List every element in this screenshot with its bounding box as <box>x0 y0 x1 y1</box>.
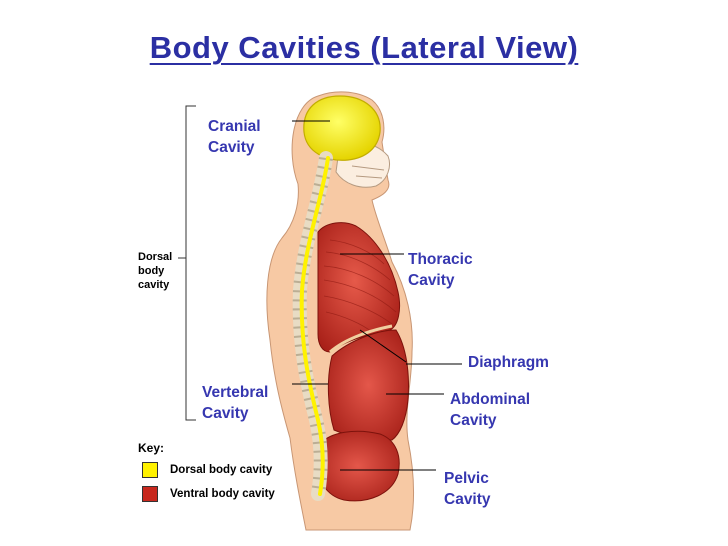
thoracic-cavity-shape <box>317 222 401 353</box>
diaphragm-label: Diaphragm <box>468 354 549 371</box>
abdominal-cavity-label: Abdominal Cavity <box>450 391 531 429</box>
cranial-cavity-shape <box>303 95 381 161</box>
dorsal-bracket <box>178 105 196 421</box>
pelvic-cavity-shape <box>315 430 400 502</box>
key-item-label: Ventral body cavity <box>170 488 275 500</box>
dorsal-swatch <box>142 462 158 478</box>
key-item-ventral: Ventral body cavity <box>142 486 275 502</box>
key-item-label: Dorsal body cavity <box>170 464 273 476</box>
vertebral-cavity-label: Vertebral Cavity <box>202 384 269 422</box>
thoracic-cavity-label: Thoracic Cavity <box>408 251 473 289</box>
key-item-dorsal: Dorsal body cavity <box>142 462 272 478</box>
key-title: Key: <box>138 441 165 455</box>
pelvic-cavity-label: Pelvic Cavity <box>444 470 491 508</box>
spinal-cord <box>299 156 330 496</box>
cranial-cavity-label: Cranial Cavity <box>208 118 261 156</box>
dorsal-body-cavity-label: Dorsal body cavity <box>138 251 173 291</box>
abdominal-cavity-shape <box>327 329 409 441</box>
ventral-swatch <box>142 486 158 502</box>
page-title: Body Cavities (Lateral View) <box>149 30 579 65</box>
leader-lines <box>292 120 462 471</box>
diaphragm-shape <box>329 324 393 354</box>
